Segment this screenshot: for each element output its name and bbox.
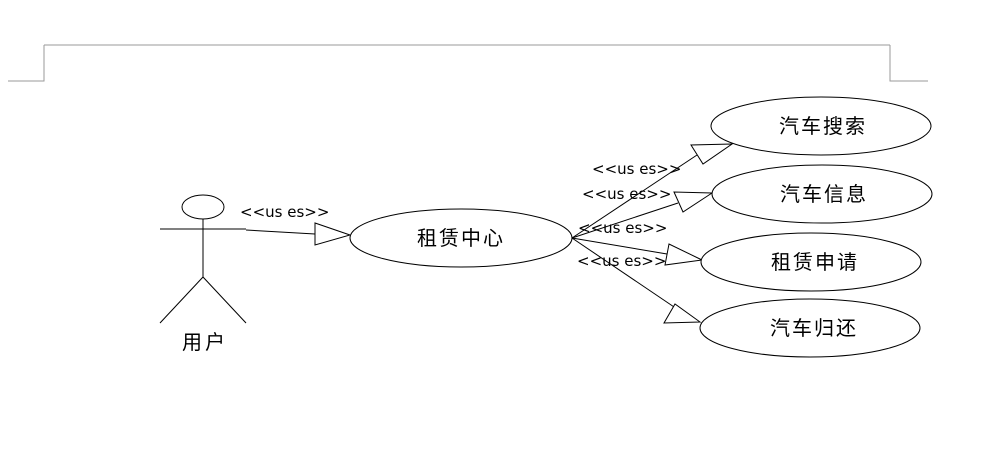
usecase-car-search[interactable]: 汽车搜索: [710, 96, 932, 156]
usecase-rental-apply[interactable]: 租赁申请: [700, 232, 922, 292]
link-rental-apply-arrowhead: [664, 243, 704, 266]
link-car-info-line: [571, 202, 679, 239]
page-frame-left: [8, 45, 45, 82]
link-car-search: [571, 143, 734, 239]
hub-usecase[interactable]: 租赁中心: [349, 208, 573, 268]
actor-right-leg: [202, 276, 247, 324]
page-frame-right: [889, 45, 928, 82]
usecase-car-return-ellipse: [699, 298, 921, 358]
link-car-info: [571, 191, 714, 239]
link-car-info-arrowhead: [673, 191, 714, 213]
page-frame: [8, 44, 928, 82]
actor-head: [181, 194, 225, 220]
link-car-info-uses-label: <<us es>>: [582, 185, 671, 203]
usecase-car-return-label: 汽车归还: [770, 316, 858, 340]
usecase-car-info-label: 汽车信息: [780, 182, 868, 206]
actor-left-leg: [159, 276, 204, 324]
actor-label: 用户: [182, 330, 228, 354]
actor-hub-arrowhead: [314, 222, 352, 246]
link-rental-apply-line: [571, 237, 668, 255]
actor-user[interactable]: [159, 194, 247, 324]
link-car-return-arrowhead: [663, 303, 702, 324]
actor-hub-uses-label: <<us es>>: [240, 203, 329, 221]
usecase-car-return[interactable]: 汽车归还: [699, 298, 921, 358]
usecase-car-info-ellipse: [711, 164, 933, 224]
usecase-car-search-label: 汽车搜索: [779, 114, 867, 138]
link-rental-apply-uses-label: <<us es>>: [578, 219, 667, 237]
usecase-rental-apply-ellipse: [700, 232, 922, 292]
actor-hub-link: [245, 222, 352, 246]
usecase-rental-apply-label: 租赁申请: [771, 250, 859, 274]
link-car-return-line: [571, 237, 681, 312]
usecase-car-search-ellipse: [710, 96, 932, 156]
link-car-search-line: [571, 154, 698, 239]
usecase-car-info[interactable]: 汽车信息: [711, 164, 933, 224]
link-car-search-uses-label: <<us es>>: [592, 160, 681, 178]
link-car-return: [571, 237, 702, 324]
link-car-search-arrowhead: [690, 143, 734, 165]
hub-label: 租赁中心: [417, 226, 505, 250]
link-rental-apply: [571, 237, 704, 266]
actor-hub-line: [245, 229, 316, 235]
link-car-return-uses-label: <<us es>>: [577, 252, 666, 270]
